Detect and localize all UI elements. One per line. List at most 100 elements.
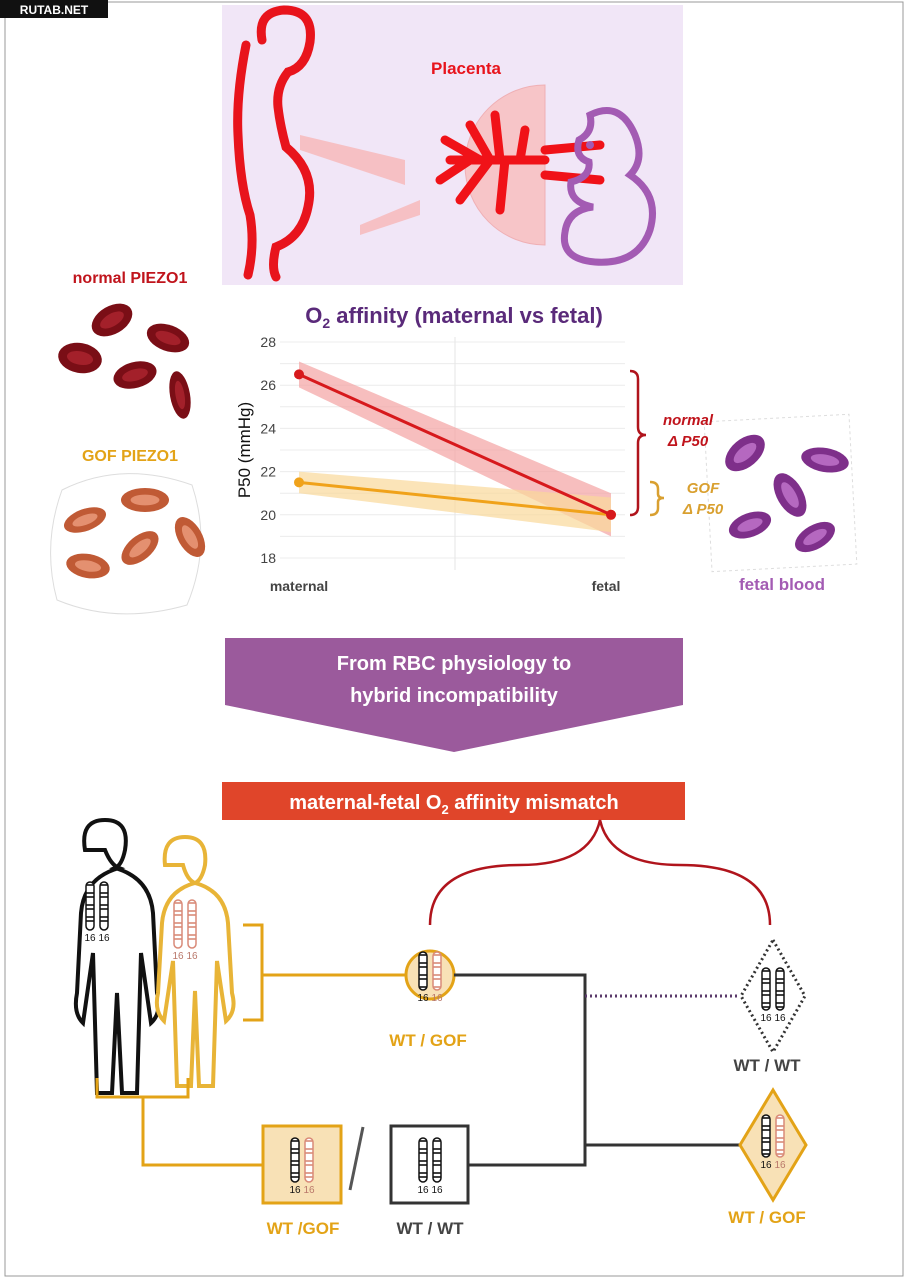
y-tick-label: 22	[260, 464, 276, 480]
chromosome-number: 16	[417, 993, 429, 1004]
chromosome-number: 16	[760, 1013, 772, 1024]
y-tick-label: 24	[260, 420, 276, 436]
gof-delta-brace	[649, 480, 665, 517]
placenta-illustration: Placenta	[222, 5, 683, 285]
normal-piezo1-label: normal PIEZO1	[73, 270, 188, 287]
chromosome-number: 16	[172, 951, 184, 962]
placenta-label: Placenta	[431, 59, 501, 78]
x-tick-fetal: fetal	[592, 578, 621, 594]
y-axis-label: P50 (mmHg)	[235, 402, 254, 498]
gof-rbc	[66, 553, 110, 579]
banner-line-1: From RBC physiology to	[337, 653, 571, 675]
cord-upper	[300, 135, 405, 185]
normal-rbc	[91, 303, 133, 337]
backcross-gof-label: WT /GOF	[267, 1219, 340, 1238]
chromosome-number: 16	[84, 933, 96, 944]
watermark: RUTAB.NET	[20, 3, 89, 17]
normal-rbc	[146, 323, 190, 353]
gof-series-line	[298, 480, 612, 517]
f1-female-symbol	[404, 949, 456, 1001]
chromosome	[761, 1114, 771, 1158]
normal-delta-label-1: normal	[663, 412, 714, 429]
y-tick-label: 18	[260, 550, 276, 566]
backcross-wt-label: WT / WT	[396, 1219, 464, 1238]
normal-delta-brace	[629, 369, 647, 517]
normal-point-fetal	[606, 509, 616, 520]
gof-rbc	[63, 507, 107, 533]
y-tick-label: 28	[260, 334, 276, 350]
normal-rbc	[58, 342, 102, 374]
fetus-eye	[586, 141, 594, 149]
offspring-gof-label: WT / GOF	[728, 1208, 805, 1227]
male-wt-parent	[73, 817, 161, 1095]
fetus-silhouette	[560, 107, 656, 266]
mismatch-label: maternal-fetal O2 affinity mismatch	[289, 792, 619, 817]
gof-confidence-band	[299, 471, 611, 533]
offspring-wt-diamond	[739, 936, 807, 1056]
chromosome	[418, 951, 428, 991]
y-tick-label: 26	[260, 377, 276, 393]
chromosome-number: 16	[186, 951, 198, 962]
chromosome-number: 16	[774, 1013, 786, 1024]
gof-rbc	[121, 488, 169, 512]
chromosome	[775, 967, 785, 1011]
offspring-gof-diamond	[738, 1087, 808, 1203]
chromosome	[85, 881, 95, 931]
chart-title: O2 affinity (maternal vs fetal)	[305, 303, 603, 331]
banner-arrow	[225, 638, 683, 752]
chromosome-number: 16	[431, 993, 443, 1004]
backcross-gof-square	[261, 1124, 343, 1205]
pedigree: WT / GOF WT / WT WT / GOF WT /GOF WT / W…	[73, 817, 808, 1238]
normal-delta-label-2: Δ P50	[667, 433, 709, 450]
mother-back	[233, 40, 257, 280]
fetal-blood-label: fetal blood	[739, 575, 825, 594]
chromosome	[432, 1137, 442, 1183]
chromosome	[173, 899, 183, 949]
p50-chart: O2 affinity (maternal vs fetal) P50 (mmH…	[235, 303, 724, 594]
gof-piezo1-label: GOF PIEZO1	[82, 448, 178, 465]
parents-bracket	[243, 923, 264, 1022]
normal-rbc-image	[58, 303, 191, 419]
chromosome-number: 16	[98, 933, 110, 944]
mismatch-brace	[428, 819, 772, 926]
y-tick-label: 20	[260, 507, 276, 523]
chromosome-number: 16	[760, 1160, 772, 1171]
chromosome-number: 16	[303, 1185, 315, 1196]
normal-series-line	[298, 373, 612, 517]
or-slash	[348, 1126, 365, 1191]
gof-delta-label-2: Δ P50	[682, 501, 724, 518]
mismatch-box	[222, 782, 685, 820]
normal-rbc	[113, 361, 157, 389]
banner-line-2: hybrid incompatibility	[350, 685, 559, 707]
gof-rbc	[121, 531, 159, 565]
watermark-box	[0, 0, 108, 18]
chromosome	[99, 881, 109, 931]
fetal-rbc-image	[725, 434, 849, 553]
chromosome	[761, 967, 771, 1011]
chromosome-number: 16	[417, 1185, 429, 1196]
gof-point-maternal	[294, 477, 304, 488]
f1-label: WT / GOF	[389, 1031, 466, 1050]
chromosome	[775, 1114, 785, 1158]
fetal-rbc	[801, 447, 849, 473]
chromosome	[304, 1137, 314, 1183]
x-tick-maternal: maternal	[270, 578, 328, 594]
fetal-rbc	[773, 473, 807, 517]
female-gof-parent	[154, 834, 236, 1088]
line-to-backcross	[141, 1097, 262, 1167]
backcross-wt-square	[389, 1124, 470, 1205]
offspring-wt-label: WT / WT	[733, 1056, 801, 1075]
chromosome-number: 16	[289, 1185, 301, 1196]
chromosome	[432, 951, 442, 991]
mother-silhouette	[256, 5, 315, 282]
normal-point-maternal	[294, 369, 304, 380]
chromosome	[290, 1137, 300, 1183]
chromosome	[187, 899, 197, 949]
gof-delta-label-1: GOF	[687, 480, 720, 497]
normal-rbc	[169, 371, 191, 419]
gof-rbc-image	[63, 488, 206, 579]
cross-line	[454, 973, 587, 1167]
chromosome	[418, 1137, 428, 1183]
